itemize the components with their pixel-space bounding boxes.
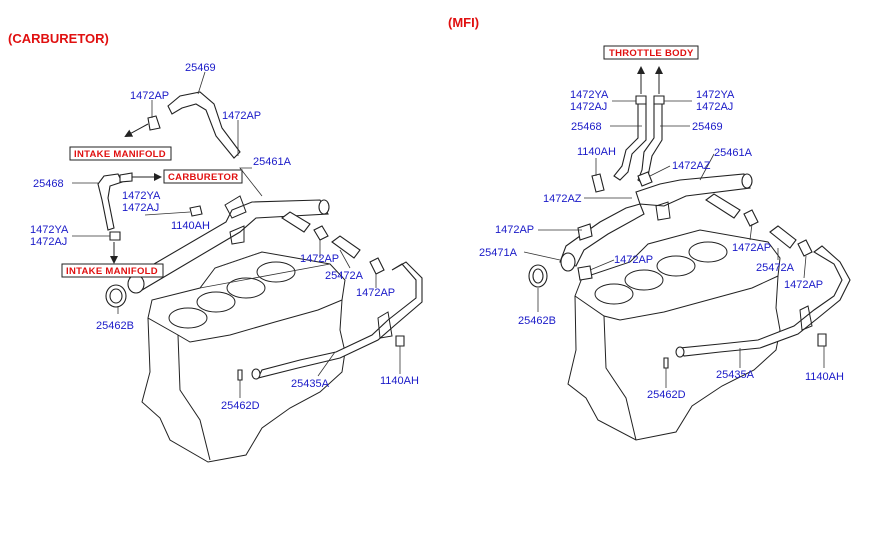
label-1472aj: 1472AJ: [696, 101, 733, 113]
svg-text:INTAKE MANIFOLD: INTAKE MANIFOLD: [66, 266, 158, 277]
label-1472ap: 1472AP: [130, 90, 169, 102]
label-1472aj: 1472AJ: [570, 101, 607, 113]
left-gasket-25462b: [105, 284, 127, 308]
label-25462d: 25462D: [647, 389, 686, 401]
label-1140ah: 1140AH: [380, 375, 419, 387]
label-1472ap: 1472AP: [614, 254, 653, 266]
label-1472aj: 1472AJ: [30, 236, 67, 248]
label-25462b: 25462B: [96, 320, 134, 332]
right-bolt-1140ah: [591, 173, 605, 193]
label-1140ah: 1140AH: [171, 220, 210, 232]
right-pipe-25471a: [559, 203, 645, 281]
label-25468: 25468: [571, 121, 602, 133]
label-1472az: 1472AZ: [672, 160, 711, 172]
left-pipe-25435a: [237, 261, 423, 381]
label-1472ap: 1472AP: [356, 287, 395, 299]
label-1472ap: 1472AP: [495, 224, 534, 236]
intake-manifold-box-1: INTAKE MANIFOLD: [69, 146, 172, 161]
carburetor-box: CARBURETOR: [163, 169, 243, 184]
label-25471a: 25471A: [479, 247, 518, 259]
svg-text:INTAKE MANIFOLD: INTAKE MANIFOLD: [74, 149, 166, 160]
label-25472a: 25472A: [756, 262, 795, 274]
right-gasket-25462b: [528, 264, 548, 288]
right-hoses-25468-25469: [613, 95, 665, 187]
right-water-pipe-25461a: [635, 173, 753, 221]
right-engine-block: [567, 229, 781, 441]
arrow-to-intake-1: [124, 123, 149, 137]
label-1472ap: 1472AP: [732, 242, 771, 254]
label-25469: 25469: [185, 62, 216, 74]
label-1140ah: 1140AH: [805, 371, 844, 383]
label-1140ah: 1140AH: [577, 146, 616, 158]
left-leader-lines: [72, 71, 401, 398]
mfi-header: (MFI): [448, 15, 479, 30]
svg-text:THROTTLE BODY: THROTTLE BODY: [609, 48, 694, 59]
label-25435a: 25435A: [291, 378, 330, 390]
label-25461a: 25461A: [714, 147, 753, 159]
label-1472az: 1472AZ: [543, 193, 582, 205]
throttle-body-box: THROTTLE BODY: [603, 45, 699, 60]
label-1472ap: 1472AP: [300, 253, 339, 265]
left-bolt-1140ah: [189, 205, 203, 217]
left-hose-25469: [147, 91, 241, 159]
left-water-pipe-25461a: [127, 195, 330, 294]
left-hose-25468: [97, 172, 133, 241]
label-1472aj: 1472AJ: [122, 202, 159, 214]
label-1472ya: 1472YA: [30, 224, 69, 236]
label-25462d: 25462D: [221, 400, 260, 412]
label-25462b: 25462B: [518, 315, 556, 327]
label-25469: 25469: [692, 121, 723, 133]
svg-text:CARBURETOR: CARBURETOR: [168, 172, 238, 183]
label-25472a: 25472A: [325, 270, 364, 282]
label-1472ap: 1472AP: [784, 279, 823, 291]
carburetor-header: (CARBURETOR): [8, 31, 109, 46]
label-25435a: 25435A: [716, 369, 755, 381]
label-25468: 25468: [33, 178, 64, 190]
label-25461a: 25461A: [253, 156, 292, 168]
intake-manifold-box-2: INTAKE MANIFOLD: [61, 263, 164, 278]
left-hose-25472a: [281, 211, 385, 275]
label-1472ya: 1472YA: [570, 89, 609, 101]
label-1472ap: 1472AP: [222, 110, 261, 122]
right-pipe-25435a: [663, 245, 851, 369]
right-hose-25472a: [705, 193, 813, 257]
label-1472ya: 1472YA: [696, 89, 735, 101]
label-1472ya: 1472YA: [122, 190, 161, 202]
right-leader-lines: [523, 100, 825, 388]
